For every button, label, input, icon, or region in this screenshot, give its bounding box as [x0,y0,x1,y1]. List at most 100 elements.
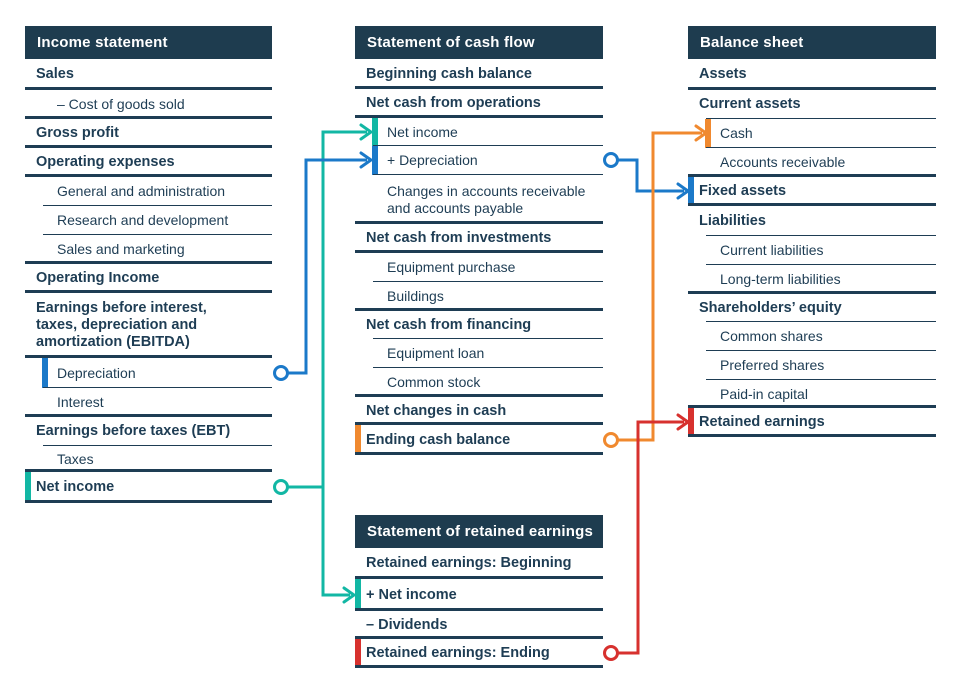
connector-depreciation-to-fixed-assets-line [618,158,684,193]
cash-flow-statement-row-changes-in-accounts-receivable-and-accou: Changes in accounts receivable and accou… [355,175,603,224]
income-statement-row-sales-and-marketing: Sales and marketing [25,235,272,264]
separator-line [25,174,272,177]
row-label: Taxes [57,450,94,467]
connector-dot-icon [603,645,619,661]
row-label: Sales [36,66,74,82]
separator-line [355,308,603,311]
separator-line [43,444,272,446]
balance-sheet-row-cash: Cash [688,119,936,148]
income-statement-row-net-income: Net income [25,472,272,503]
balance-sheet-row-paid-in-capital: Paid-in capital [688,380,936,408]
cash-flow-statement-title: Statement of cash flow [355,26,603,59]
cash-flow-statement-row-ending-cash-balance: Ending cash balance [355,425,603,455]
row-label: Shareholders’ equity [699,299,842,316]
connector-dot-icon [273,479,289,495]
row-label: Retained earnings: Ending [366,645,550,661]
separator-line [43,233,272,235]
separator-line [25,87,272,90]
income-statement-row-gross-profit: Gross profit [25,119,272,148]
row-label: Research and development [57,212,229,228]
cash-flow-statement-row-net-cash-from-financing: Net cash from financing [355,311,603,339]
teal-marker-bar [25,472,31,503]
income-statement-row-operating-income: Operating Income [25,264,272,293]
separator-line [355,452,603,455]
retained-earnings-statement-row-net-income: + Net income [355,579,603,611]
income-statement-row-general-and-administration: General and administration [25,177,272,206]
retained-earnings-statement-row-dividends: – Dividends [355,611,603,639]
row-label: Assets [699,66,747,82]
balance-sheet-row-common-shares: Common shares [688,322,936,351]
cash-flow-statement-row-depreciation: + Depreciation [355,146,603,175]
cash-flow-statement-row-buildings: Buildings [355,282,603,311]
income-statement-row-earnings-before-taxes-ebt: Earnings before taxes (EBT) [25,417,272,446]
income-statement-row-interest: Interest [25,388,272,417]
arrowhead-icon [342,586,357,604]
row-label: + Depreciation [387,152,478,168]
row-label: Ending cash balance [366,431,511,448]
connector-retained-ending-to-retained-earnings [603,413,691,661]
balance-sheet-row-current-assets: Current assets [688,90,936,119]
balance-sheet-row-long-term-liabilities: Long-term liabilities [688,265,936,294]
separator-line [706,320,936,322]
row-label: Equipment purchase [387,259,516,275]
row-label: Liabilities [699,212,766,229]
income-statement-row-research-and-development: Research and development [25,206,272,235]
row-label: Equipment loan [387,345,485,361]
row-label: Common shares [720,328,823,344]
red-marker-bar [688,408,694,437]
separator-line [25,261,272,264]
income-statement-row-taxes: Taxes [25,446,272,472]
retained-earnings-statement-row-retained-earnings-beginning: Retained earnings: Beginning [355,548,603,579]
row-label: Current assets [699,96,801,112]
separator-line [355,86,603,89]
row-label: Long-term liabilities [720,271,841,287]
row-label: Paid-in capital [720,385,808,402]
cash-flow-statement-row-equipment-loan: Equipment loan [355,339,603,368]
row-label: Net cash from operations [366,95,541,111]
separator-line [706,234,936,236]
row-label: Retained earnings [699,414,825,430]
row-label: Buildings [387,288,444,304]
balance-sheet-title: Balance sheet [688,26,936,59]
row-label: Retained earnings: Beginning [366,555,572,571]
balance-sheet-row-liabilities: Liabilities [688,206,936,236]
row-label: Sales and marketing [57,241,185,257]
balance-sheet-row-current-liabilities: Current liabilities [688,236,936,265]
separator-line [43,204,272,206]
income-statement-row-operating-expenses: Operating expenses [25,148,272,177]
income-statement-row-depreciation: Depreciation [25,358,272,388]
blue-marker-bar [42,358,48,388]
separator-line [43,386,272,388]
blue-marker-bar [372,146,378,175]
separator-line [25,290,272,293]
separator-line [373,144,603,146]
teal-marker-bar [372,118,378,146]
orange-marker-bar [705,119,711,148]
red-marker-bar [355,639,361,668]
row-label: Fixed assets [699,183,787,199]
orange-marker-bar [355,425,361,455]
separator-line [355,422,603,425]
separator-line [355,665,603,668]
separator-line [688,405,936,408]
separator-line [688,87,936,90]
separator-line [355,394,603,397]
cash-flow-statement-row-net-cash-from-investments: Net cash from investments [355,224,603,253]
cash-flow-statement-row-equipment-purchase: Equipment purchase [355,253,603,282]
connector-dot-icon [273,365,289,381]
separator-line [688,291,936,294]
separator-line [373,280,603,282]
row-label: Cash [720,125,753,141]
separator-line [25,469,272,472]
separator-line [373,366,603,368]
separator-line [355,250,603,253]
row-label: Common stock [387,374,481,390]
balance-sheet-row-assets: Assets [688,59,936,90]
blue-marker-bar [688,177,694,206]
balance-sheet-row-accounts-receivable: Accounts receivable [688,148,936,177]
arrowhead-icon [676,182,691,200]
row-label: Net income [387,123,458,140]
